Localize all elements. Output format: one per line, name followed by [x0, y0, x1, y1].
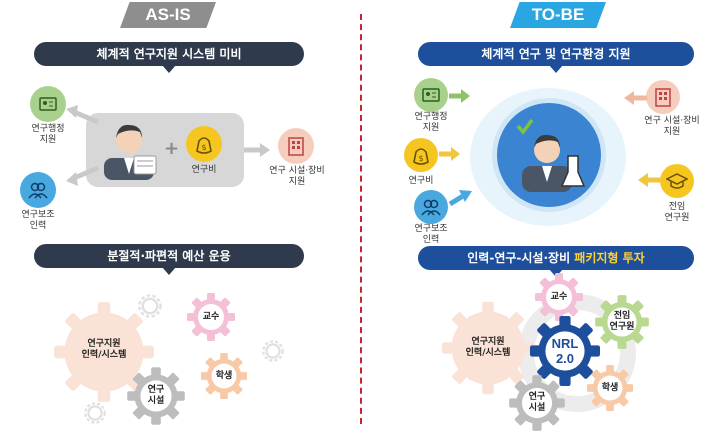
asis-tag: AS-IS [120, 2, 216, 28]
svg-text:$: $ [201, 143, 206, 152]
asis-gear-system-label: 연구지원 인력/시스템 [81, 339, 127, 360]
asis-fund-label: 연구비 [191, 165, 217, 175]
tobe-fund-label: 연구비 [408, 176, 434, 186]
tobe-facility-icon [646, 80, 680, 114]
plus-sign: + [164, 138, 180, 159]
asis-fund-icon: $ [186, 126, 222, 162]
asis-gear-student-label: 학생 [215, 370, 233, 381]
tobe-fund-icon: $ [404, 138, 438, 172]
decor-gear-3 [84, 402, 106, 424]
tobe-gear-professor [535, 273, 583, 321]
tobe-gear-student [586, 364, 634, 412]
asis-staff-icon [20, 172, 56, 208]
asis-staff-label: 연구보조 인력 [21, 210, 55, 231]
tobe-admin-icon [414, 78, 448, 112]
tobe-gear-facility [509, 375, 565, 431]
tobe-admin-arrow [449, 89, 470, 103]
tobe-fulltime-label: 전임 연구원 [664, 202, 690, 223]
asis-gear-facility [127, 367, 185, 425]
asis-arrows-left [66, 105, 99, 186]
svg-text:$: $ [418, 154, 423, 163]
tobe-bottom-title: 인력-연구-시설·장비 패키지형 투자 [418, 246, 694, 277]
tobe-gear-nrl-label: NRL 2.0 [551, 336, 579, 366]
tobe-gear-fulltime [595, 295, 649, 349]
tobe-gear-system [441, 301, 535, 395]
tobe-researcher-icon [516, 118, 586, 192]
tobe-gear-student-label: 학생 [601, 382, 619, 393]
tobe-fund-arrow [439, 147, 460, 161]
center-divider [360, 14, 362, 424]
tobe-gear-facility-label: 연구 시설 [528, 392, 546, 413]
decor-gear-2 [262, 340, 284, 362]
asis-admin-icon [30, 86, 66, 122]
tobe-staff-label: 연구보조 인력 [414, 224, 448, 245]
tobe-gear-nrl [530, 316, 600, 386]
asis-gear-student [200, 352, 248, 400]
asis-gear-professor [187, 293, 235, 341]
asis-facility-icon [278, 128, 314, 164]
tobe-fulltime-icon [660, 164, 694, 198]
tobe-bottom-title-prefix: 인력-연구-시설·장비 [467, 251, 575, 265]
tobe-gear-system-label: 연구지원 인력/시스템 [465, 337, 511, 358]
asis-researcher-icon [104, 124, 157, 180]
tobe-facility-label: 연구 시설·장비 지원 [644, 116, 700, 137]
asis-arrow-right [244, 143, 270, 157]
tobe-admin-label: 연구행정 지원 [414, 112, 448, 133]
tobe-staff-icon [414, 190, 448, 224]
tobe-facility-arrow [624, 91, 647, 105]
tobe-tag: TO-BE [510, 2, 606, 28]
tobe-staff-arrow [448, 190, 472, 207]
tobe-bottom-title-highlight: 패키지형 투자 [574, 251, 645, 265]
asis-facility-label: 연구 시설·장비 지원 [269, 166, 325, 187]
decor-gear-1 [138, 294, 162, 318]
tobe-top-title: 체계적 연구 및 연구환경 지원 [418, 42, 694, 73]
asis-gear-professor-label: 교수 [202, 311, 220, 322]
asis-gear-system [54, 302, 154, 402]
tobe-gear-fulltime-label: 전임 연구원 [609, 311, 635, 332]
asis-gear-facility-label: 연구 시설 [147, 385, 165, 406]
asis-admin-label: 연구행정 지원 [31, 124, 65, 145]
asis-bottom-title: 분절적·파편적 예산 운용 [34, 244, 304, 275]
asis-top-title: 체계적 연구지원 시스템 미비 [34, 42, 304, 73]
tobe-fulltime-arrow [638, 173, 661, 187]
tobe-gear-professor-label: 교수 [550, 291, 568, 302]
